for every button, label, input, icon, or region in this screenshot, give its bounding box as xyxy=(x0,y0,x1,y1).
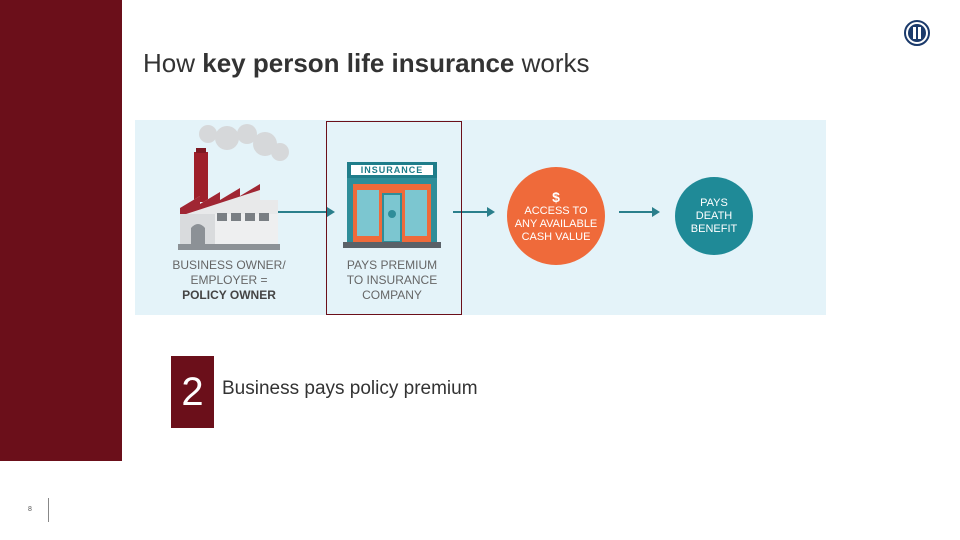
death-line3: BENEFIT xyxy=(690,222,738,235)
title-prefix: How xyxy=(143,48,203,78)
logo-icon xyxy=(904,20,930,46)
cash-line3: CASH VALUE xyxy=(521,230,591,243)
sidebar-band xyxy=(0,0,122,461)
owner-label-bold: POLICY OWNER xyxy=(182,288,276,302)
premium-label: PAYS PREMIUM TO INSURANCE COMPANY xyxy=(331,258,453,303)
death-line2: DEATH xyxy=(695,209,733,222)
factory-icon xyxy=(178,148,280,250)
slide-title: How key person life insurance works xyxy=(143,48,590,79)
death-benefit-circle: PAYS DEATH BENEFIT xyxy=(675,177,753,255)
diagram-graphics xyxy=(178,124,660,250)
owner-label: BUSINESS OWNER/ EMPLOYER = POLICY OWNER xyxy=(165,258,293,303)
cash-line2: ANY AVAILABLE xyxy=(514,217,598,230)
death-line1: PAYS xyxy=(700,196,728,209)
premium-label-line3: COMPANY xyxy=(362,288,422,302)
insurance-store-icon xyxy=(343,162,441,248)
page-number: 8 xyxy=(28,506,32,513)
owner-label-line2: EMPLOYER = xyxy=(190,273,268,287)
page-divider xyxy=(48,498,49,522)
title-suffix: works xyxy=(514,48,590,78)
highlight-frame xyxy=(326,121,462,315)
store-sign-text: INSURANCE xyxy=(360,165,424,175)
title-bold: key person life insurance xyxy=(202,48,515,78)
cash-value-circle: $ ACCESS TO ANY AVAILABLE CASH VALUE xyxy=(507,167,605,265)
cash-line1: ACCESS TO xyxy=(524,204,588,217)
arrow-right-icon xyxy=(278,207,660,217)
owner-label-line1: BUSINESS OWNER/ xyxy=(172,258,286,272)
smoke-cloud-icon xyxy=(199,124,289,161)
cash-symbol: $ xyxy=(552,188,560,205)
process-diagram: INSURANCE BUSINESS OWNER/ EMPLOYER = POL… xyxy=(135,120,826,315)
premium-label-line1: PAYS PREMIUM xyxy=(346,258,438,272)
step-number: 2 xyxy=(171,356,214,428)
premium-label-line2: TO INSURANCE xyxy=(346,273,438,287)
step-text: Business pays policy premium xyxy=(222,378,478,399)
